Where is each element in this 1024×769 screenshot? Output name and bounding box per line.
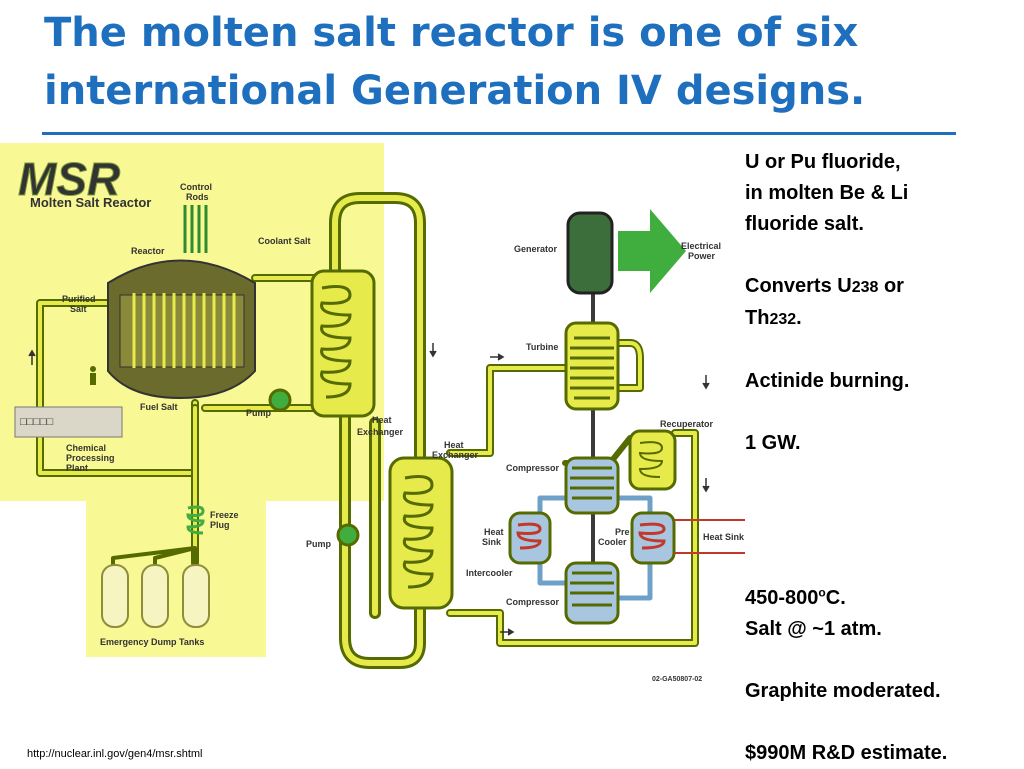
note-converts-end: . xyxy=(796,307,802,329)
label-coolant-salt: Coolant Salt xyxy=(258,236,311,246)
note-converts-or: or xyxy=(878,275,904,297)
flow-arrows xyxy=(28,343,710,636)
label-freeze-plug-2: Plug xyxy=(210,520,230,530)
primary-heat-exchanger xyxy=(310,269,376,418)
note-temp-range: 450-800 xyxy=(745,587,819,609)
turbine xyxy=(564,321,620,411)
note-converts-2: Th232. xyxy=(745,303,1020,335)
note-temp-unit: C. xyxy=(825,587,846,609)
label-intercooler: Intercooler xyxy=(466,568,513,578)
freeze-plug xyxy=(186,505,205,535)
diagram-labels: Control Rods Reactor Coolant Salt Purifi… xyxy=(62,182,745,683)
label-heat-exchanger-secondary: Heat xyxy=(444,440,464,450)
note-actinide: Actinide burning. xyxy=(745,370,910,392)
note-composition-3: fluoride salt. xyxy=(745,213,864,235)
label-heat-exchanger-primary-2: Exchanger xyxy=(357,427,404,437)
reactor-core-channels xyxy=(132,293,236,368)
secondary-heat-exchanger xyxy=(388,456,454,610)
person-icon xyxy=(90,366,96,385)
primary-pump xyxy=(268,388,292,412)
secondary-pump xyxy=(336,523,360,547)
note-composition-2: in molten Be & Li xyxy=(745,182,909,204)
slide-title: The molten salt reactor is one of six in… xyxy=(44,10,866,114)
label-chemical-processing-3: Plant xyxy=(66,463,88,473)
label-heat-sink-right: Heat Sink xyxy=(703,532,745,542)
label-control-rods: Control xyxy=(180,182,212,192)
compressor-upper xyxy=(564,456,620,515)
generator xyxy=(566,211,614,295)
source-url: http://nuclear.inl.gov/gen4/msr.shtml xyxy=(27,748,203,760)
msr-logo: MSR xyxy=(18,153,120,205)
label-electrical-power-2: Power xyxy=(688,251,716,261)
note-moderator: Graphite moderated. xyxy=(745,680,941,702)
label-freeze-plug: Freeze xyxy=(210,510,239,520)
fuel-salt-piping xyxy=(36,274,324,570)
note-pressure: Salt @ ~1 atm. xyxy=(745,618,882,640)
label-fuel-salt: Fuel Salt xyxy=(140,402,178,412)
label-turbine: Turbine xyxy=(526,342,558,352)
label-heat-sink-left-2: Sink xyxy=(482,537,502,547)
label-compressor-bottom: Compressor xyxy=(506,597,560,607)
electrical-power-arrow xyxy=(618,209,686,293)
note-th-mass: 232 xyxy=(769,311,797,328)
label-heat-exchanger-primary: Heat xyxy=(372,415,392,425)
label-purified-salt-2: Salt xyxy=(70,304,87,314)
note-converts-prefix: Converts U xyxy=(745,275,852,297)
msr-diagram: MSR Molten Salt Reactor xyxy=(0,143,745,683)
label-control-rods-2: Rods xyxy=(186,192,209,202)
label-figure-code: 02-GA50807-02 xyxy=(652,676,702,683)
note-composition-1: U or Pu fluoride, xyxy=(745,151,901,173)
logo-subtitle: Molten Salt Reactor xyxy=(30,195,151,210)
note-temp-degree: o xyxy=(818,585,826,600)
coolant-salt-piping xyxy=(329,192,426,669)
label-electrical-power: Electrical xyxy=(681,241,721,251)
label-heat-sink-left: Heat xyxy=(484,527,504,537)
label-heat-exchanger-secondary-2: Exchanger xyxy=(432,450,479,460)
label-emergency-dump-tanks: Emergency Dump Tanks xyxy=(100,637,204,647)
chemical-box-label: □□□□□ xyxy=(20,416,54,428)
label-recuperator: Recuperator xyxy=(660,419,714,429)
note-converts-1: Converts U238 or xyxy=(745,271,1020,303)
note-u-mass: 238 xyxy=(851,279,879,296)
label-chemical-processing-2: Processing xyxy=(66,453,115,463)
label-pump-primary: Pump xyxy=(246,408,272,418)
label-pump-secondary: Pump xyxy=(306,539,332,549)
note-temperature: 450-800oC. xyxy=(745,583,1020,614)
notes-panel: U or Pu fluoride, in molten Be & Li fluo… xyxy=(745,147,1020,769)
label-chemical-processing: Chemical xyxy=(66,443,106,453)
label-generator: Generator xyxy=(514,244,558,254)
label-pre-cooler-2: Cooler xyxy=(598,537,627,547)
label-reactor: Reactor xyxy=(131,246,165,256)
title-underline xyxy=(42,132,956,135)
emergency-dump-tanks xyxy=(101,564,210,628)
note-cost: $990M R&D estimate. xyxy=(745,742,948,764)
pre-cooler xyxy=(630,511,676,565)
label-compressor-top: Compressor xyxy=(506,463,560,473)
label-purified-salt: Purified xyxy=(62,294,96,304)
intercooler xyxy=(508,511,552,565)
note-power: 1 GW. xyxy=(745,432,801,454)
compressor-lower xyxy=(564,561,620,625)
control-rods xyxy=(183,205,208,253)
heat-sink-lines-right xyxy=(674,519,745,554)
label-pre-cooler: Pre xyxy=(615,527,630,537)
recuperator xyxy=(628,429,677,491)
note-th: Th xyxy=(745,307,770,329)
chemical-processing-plant-box xyxy=(14,406,123,438)
